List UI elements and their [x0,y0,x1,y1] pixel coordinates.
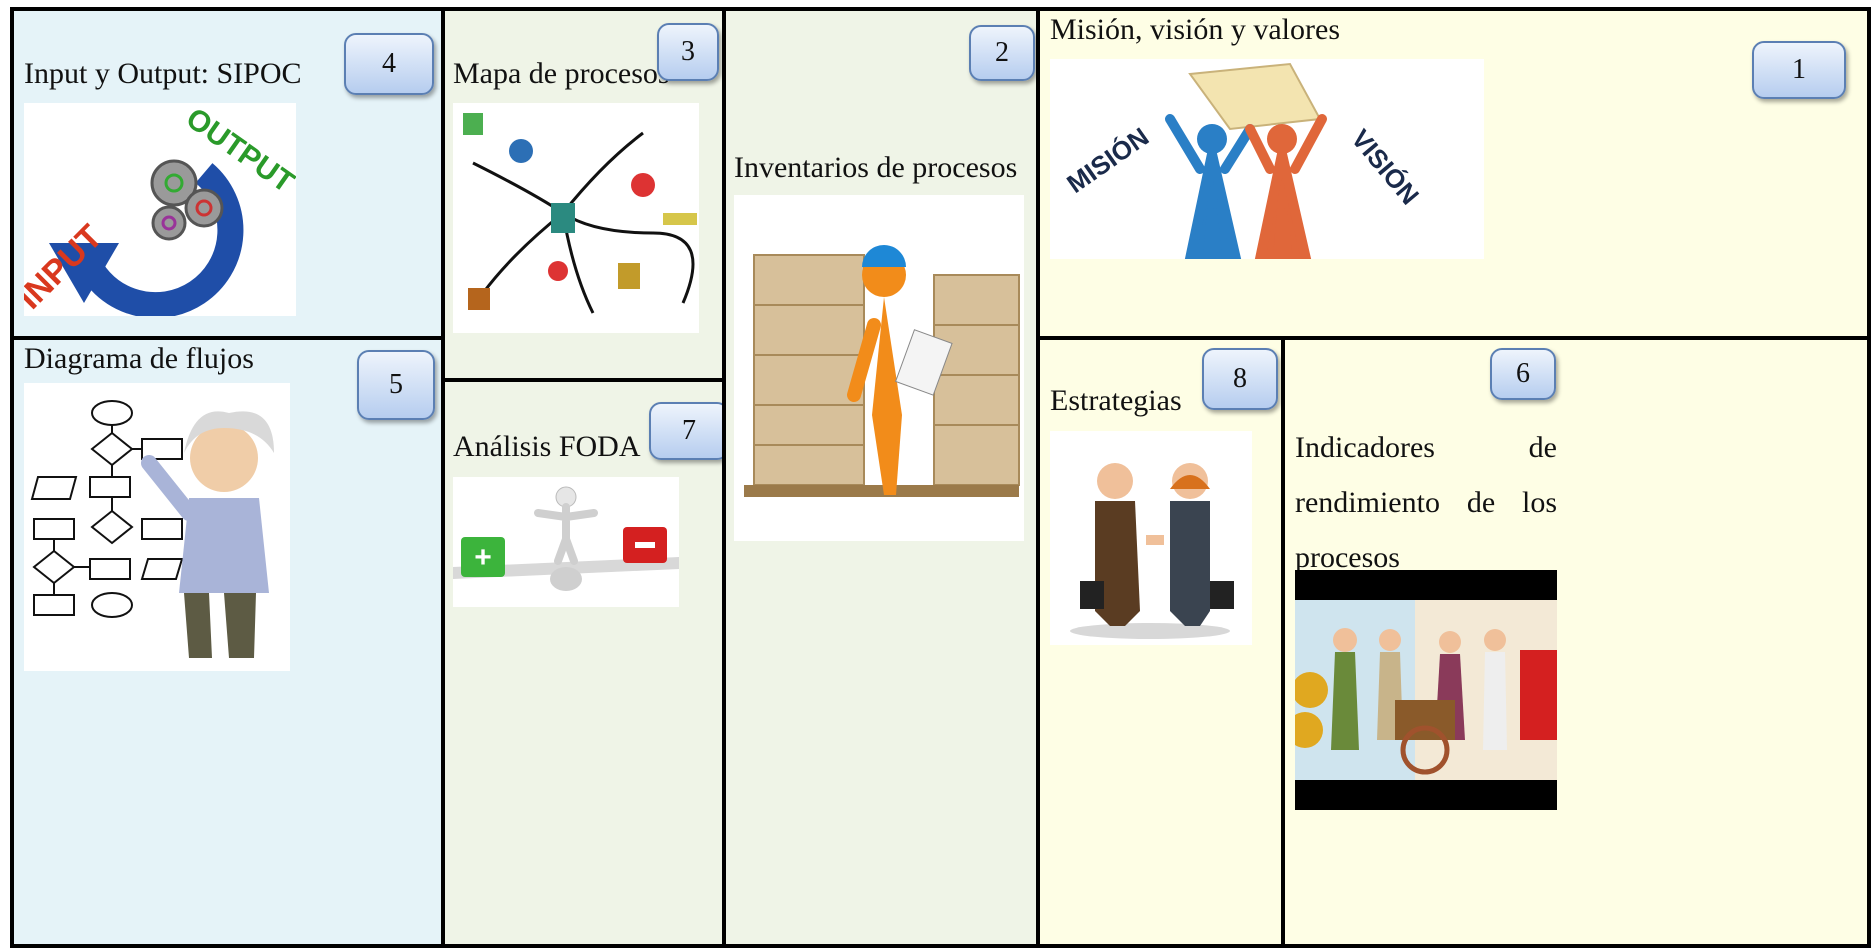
indicators-title-word: los [1521,486,1557,519]
badge-1: 1 [1752,41,1846,99]
svg-text:+: + [474,541,492,574]
mision-word: MISIÓN [1061,121,1154,199]
cell-inventory: Inventarios de procesos 2 [722,7,1040,948]
cell-flow: Diagrama de flujos 5 [10,336,445,948]
map-title: Mapa de procesos [453,57,670,90]
input-output-image: INPUT OUTPUT [24,103,296,316]
badge-3: 3 [657,23,719,81]
badge-4: 4 [344,33,434,95]
indicators-title-word: procesos [1295,541,1400,574]
cell-indicators: 6 Indicadores de rendimiento de los proc… [1281,336,1871,948]
indicators-title-word: de [1466,486,1496,519]
indicators-title-word: Indicadores [1295,431,1435,464]
badge-8: 8 [1202,348,1278,410]
indicators-title-line-3: procesos [1295,530,1557,585]
foda-balance-image: + [453,477,679,607]
foda-title: Análisis FODA [453,430,641,463]
inventory-image [734,195,1024,541]
indicators-title-word: rendimiento [1295,486,1440,519]
sipoc-title: Input y Output: SIPOC [24,57,302,90]
indicators-title: Indicadores de rendimiento de los proces… [1295,420,1557,585]
vision-word: VISIÓN [1345,124,1425,211]
cell-foda: Análisis FODA 7 + [441,378,729,948]
indicators-title-line-2: rendimiento de los [1295,475,1557,530]
cell-strategy: Estrategias 8 [1036,336,1285,948]
flowchart-image [24,383,290,671]
indicators-title-word: de [1528,431,1557,464]
badge-7: 7 [649,402,729,460]
flow-title: Diagrama de flujos [24,342,254,375]
inventory-title: Inventarios de procesos [734,151,1018,184]
mission-vision-image: MISIÓN VISIÓN [1050,59,1484,259]
strategy-title: Estrategias [1050,384,1182,417]
handshake-image [1050,431,1252,645]
badge-2: 2 [969,25,1035,81]
cell-mission: Misión, visión y valores 1 MISIÓN VISIÓN [1036,7,1871,340]
market-vendors-image [1295,570,1557,810]
indicators-title-line-1: Indicadores de [1295,420,1557,475]
cell-sipoc: Input y Output: SIPOC 4 INPUT OUTPUT [10,7,445,340]
badge-6: 6 [1490,348,1556,400]
cell-process-map: Mapa de procesos 3 [441,7,726,382]
process-map-image [453,103,699,333]
mission-title: Misión, visión y valores [1050,13,1340,46]
badge-5: 5 [357,350,435,420]
